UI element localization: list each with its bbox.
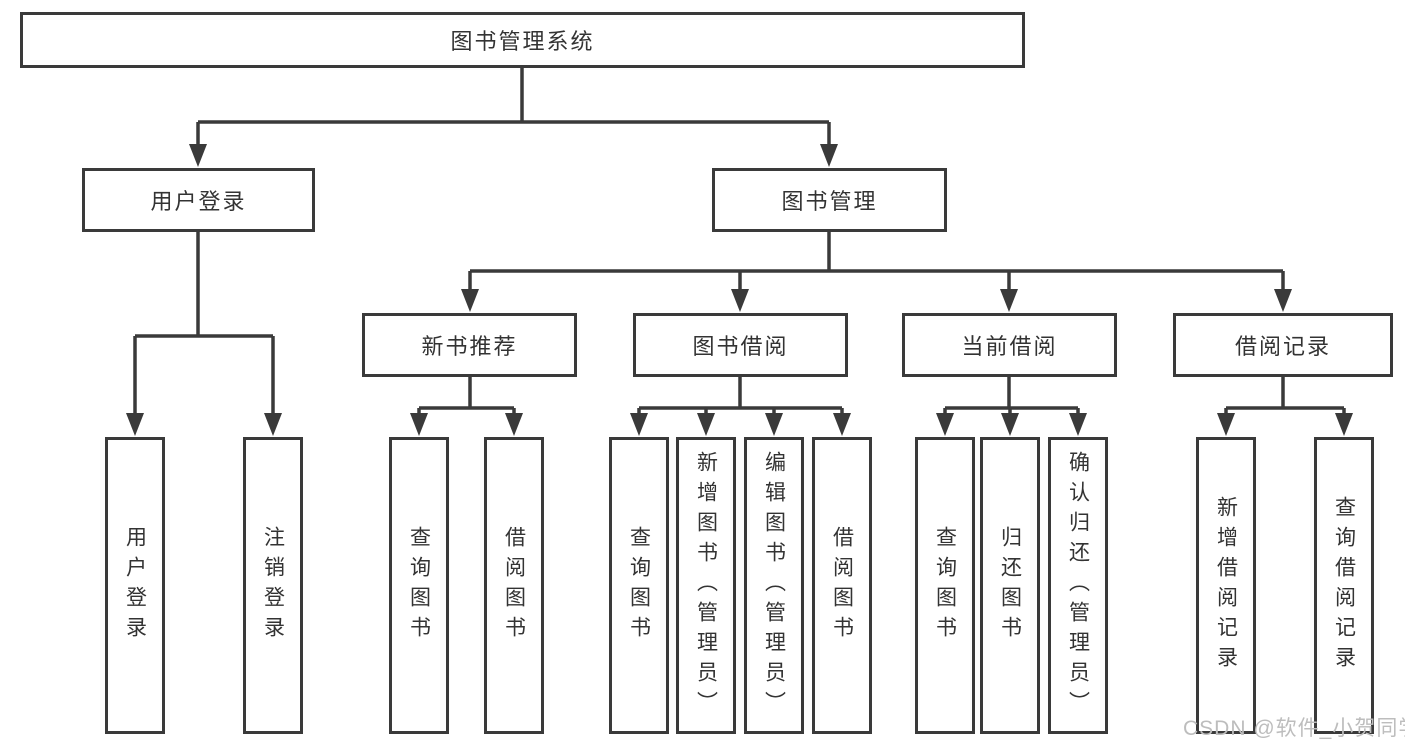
leaf-confirm-return-admin: 确认归还（管理员）: [1048, 437, 1108, 734]
node-library-system: 图书管理系统: [20, 12, 1025, 68]
leaf-query-books-borrow: 查询图书: [609, 437, 669, 734]
leaf-edit-books-admin: 编辑图书（管理员）: [744, 437, 804, 734]
arrowheads: [126, 144, 1353, 436]
leaf-user-login: 用户登录: [105, 437, 165, 734]
node-borrowing-records: 借阅记录: [1173, 313, 1393, 377]
node-book-management-module: 图书管理: [712, 168, 947, 232]
node-current-borrowing: 当前借阅: [902, 313, 1117, 377]
leaf-borrow-books-recommend: 借阅图书: [484, 437, 544, 734]
leaf-add-books-admin: 新增图书（管理员）: [676, 437, 736, 734]
leaf-logout: 注销登录: [243, 437, 303, 734]
leaf-return-books: 归还图书: [980, 437, 1040, 734]
csdn-watermark: CSDN @软件_小贺同学: [1183, 717, 1405, 740]
node-book-borrowing: 图书借阅: [633, 313, 848, 377]
node-user-login-module: 用户登录: [82, 168, 315, 232]
leaf-query-borrow-record: 查询借阅记录: [1314, 437, 1374, 734]
leaf-query-books-current: 查询图书: [915, 437, 975, 734]
leaf-query-books-recommend: 查询图书: [389, 437, 449, 734]
node-new-book-recommendation: 新书推荐: [362, 313, 577, 377]
leaf-borrow-books: 借阅图书: [812, 437, 872, 734]
leaf-add-borrow-record: 新增借阅记录: [1196, 437, 1256, 734]
